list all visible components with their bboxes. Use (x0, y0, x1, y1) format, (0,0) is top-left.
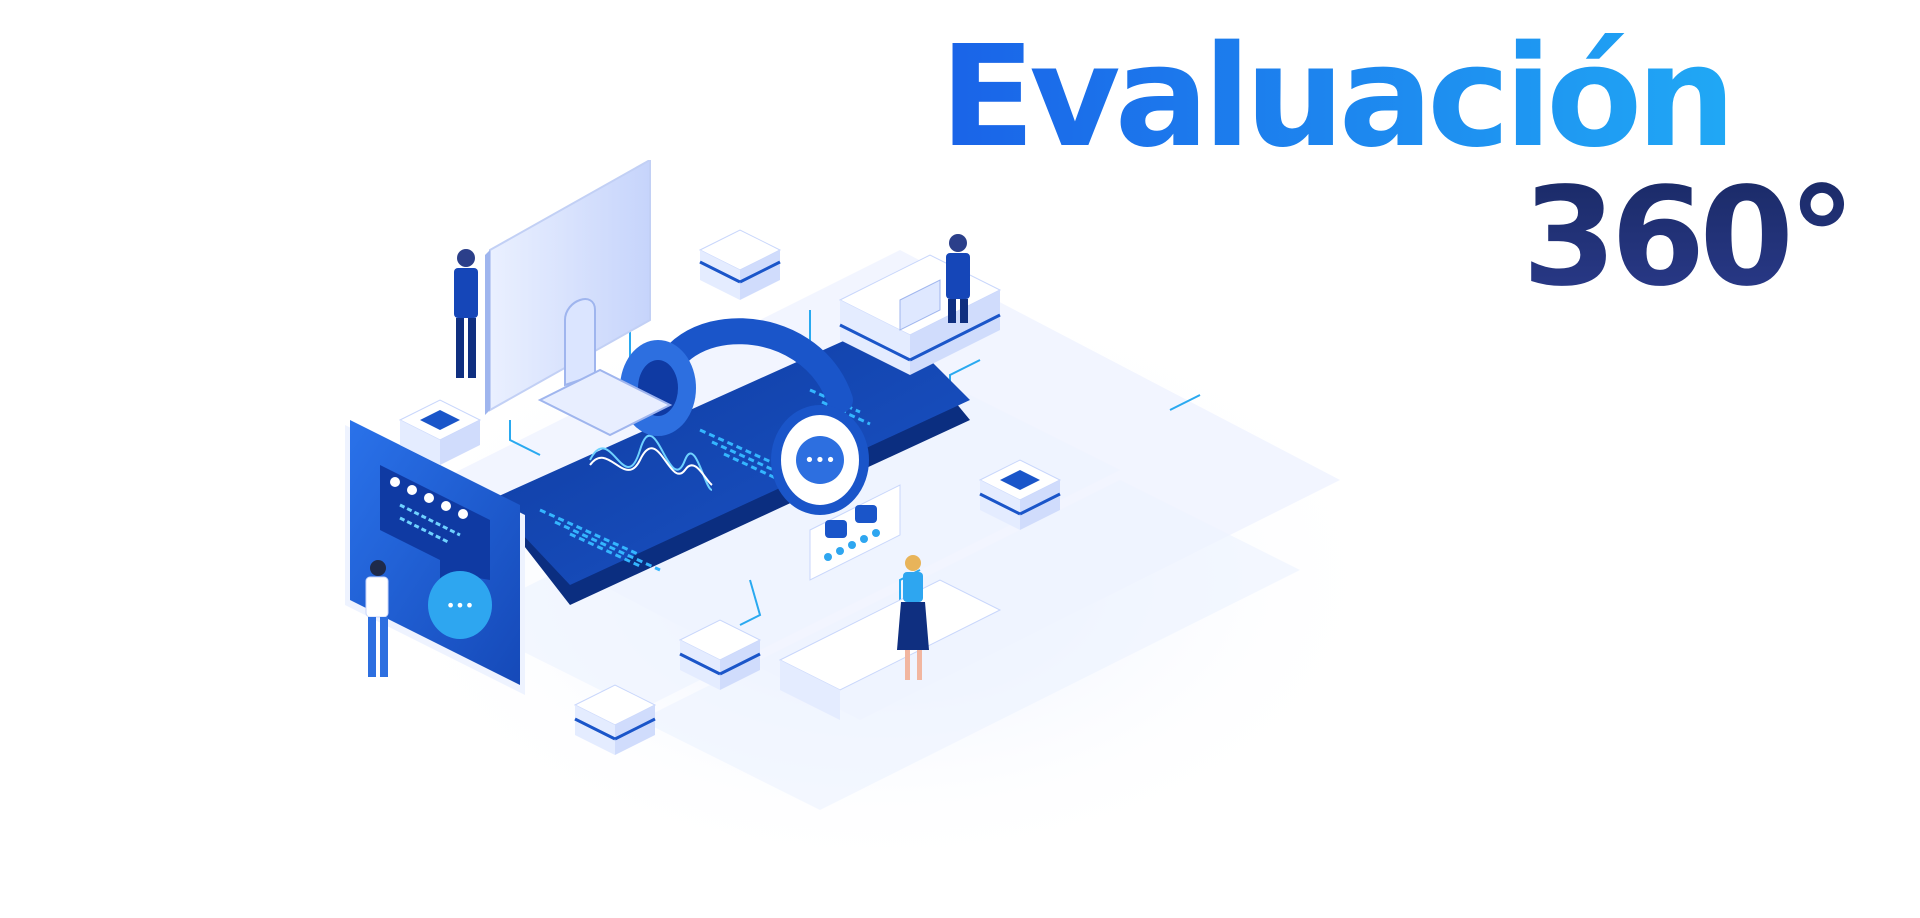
page-title: Evaluación (939, 16, 1736, 179)
isometric-illustration: ••• ••• (345, 160, 1400, 880)
svg-text:•••: ••• (446, 596, 474, 615)
floor-lane (640, 480, 1300, 810)
page-subtitle: 360° (940, 170, 1856, 306)
chat-bubble-icon (428, 571, 492, 639)
person-icon (365, 234, 970, 680)
sound-wave-icon (589, 434, 713, 491)
monitor-icon (485, 160, 673, 437)
ratings-panel: ••• (345, 420, 525, 695)
heading: Evaluación 360° (939, 16, 1856, 307)
rating-card (778, 484, 1002, 720)
star-rating-icon (390, 477, 468, 519)
server-block-icon (398, 229, 1062, 755)
chat-bubble-icon: ••• (804, 450, 836, 471)
star-rating-icon (824, 529, 880, 561)
headphones-icon: ••• (620, 318, 869, 515)
floor-lane (460, 380, 1120, 710)
